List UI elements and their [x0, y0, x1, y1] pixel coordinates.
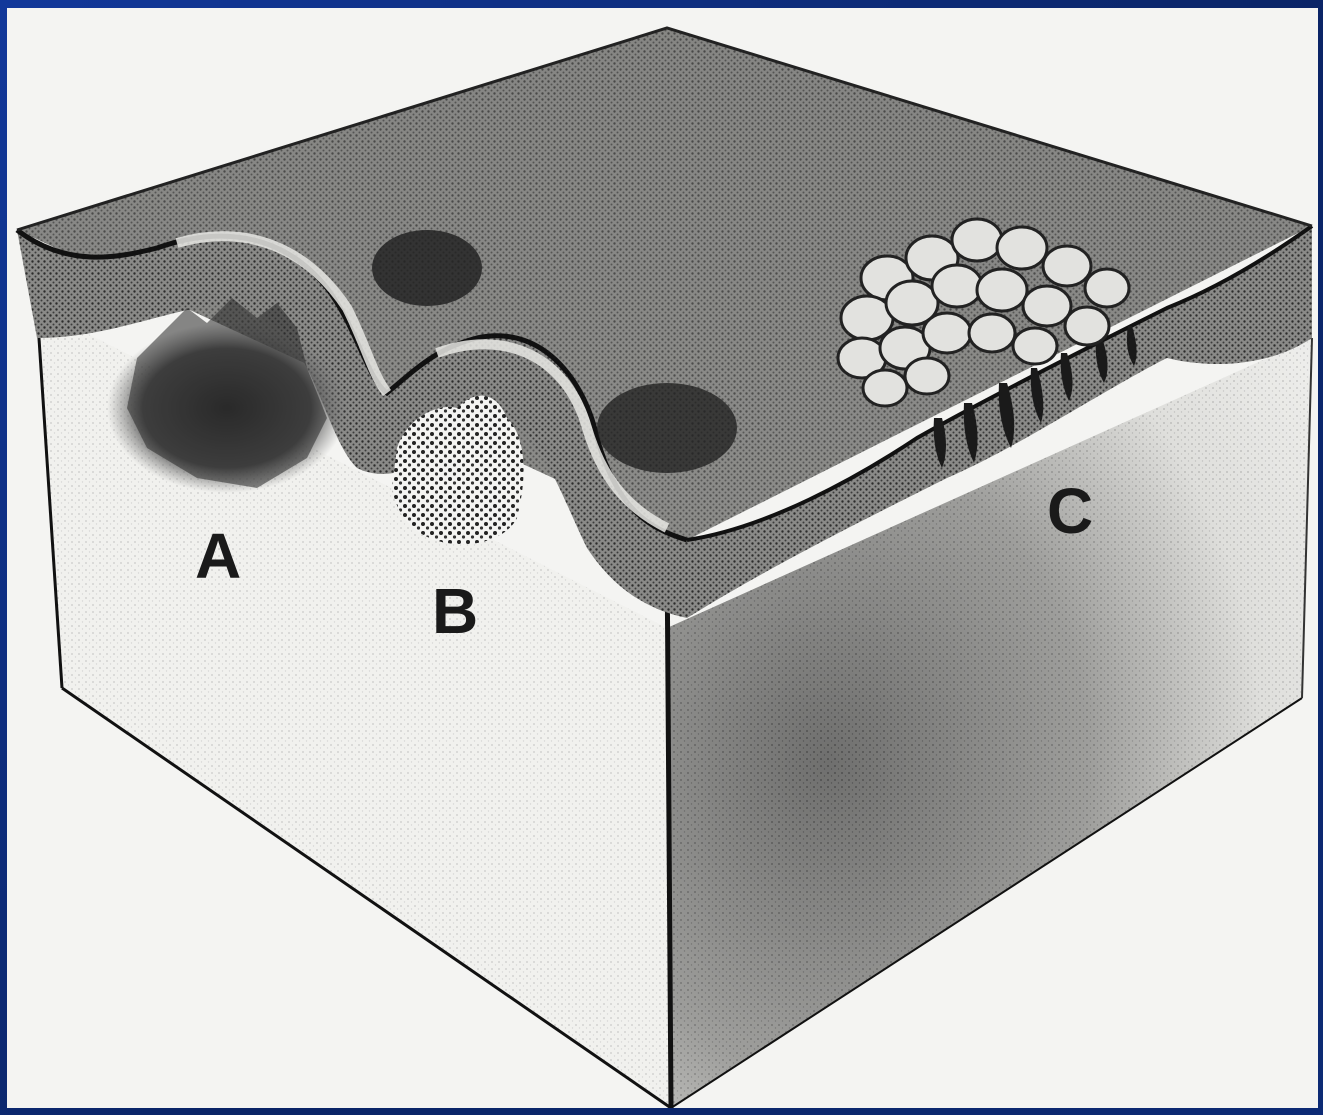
label-c: C: [1047, 475, 1093, 547]
label-b: B: [432, 575, 478, 647]
diagram-photo: A B C: [7, 8, 1318, 1108]
skin-block-diagram: A B C: [7, 8, 1318, 1108]
label-a: A: [195, 520, 241, 592]
